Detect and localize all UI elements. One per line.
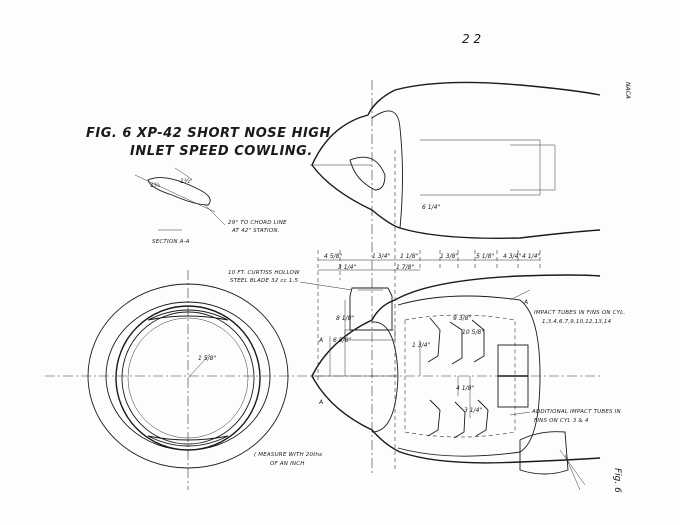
measure-note-line1: ( MEASURE WITH 20ths: [254, 452, 323, 458]
section-dim-2: 1½": [180, 178, 193, 185]
additional-tubes-note-line1: ADDITIONAL IMPACT TUBES IN: [532, 409, 621, 415]
section-a-a: [134, 167, 226, 231]
dim-top-3: 1 1/8": [400, 253, 419, 260]
section-dim-1: 1¾: [150, 182, 160, 189]
drawing-title-line1: FIG. 6 XP-42 SHORT NOSE HIGH: [86, 126, 331, 141]
impact-tubes-note-line1: IMPACT TUBES IN FINS ON CYL.: [534, 310, 626, 316]
dim-second-2: 1 7/8": [396, 264, 415, 271]
dim-top-5: 5 1/8": [476, 253, 495, 260]
dim-vert-7: 4 1/8": [456, 385, 475, 392]
dim-vert-5: 9 3/8": [453, 315, 472, 322]
front-view: [87, 283, 289, 469]
dim-vert-3: 6 1/4": [422, 204, 441, 211]
section-letter-a-lower: A: [319, 399, 324, 406]
page-label: Fig. 6: [612, 468, 622, 493]
dim-top-2: 1 3/4": [372, 253, 391, 260]
additional-tubes-note-line2: FINS ON CYL 3 & 4: [534, 418, 589, 424]
dim-vert-8: 3 1/4": [464, 407, 483, 414]
dim-top-4: 1 3/8": [440, 253, 459, 260]
chord-note-line1: 29° TO CHORD LINE: [228, 220, 287, 226]
drawing-title-line2: INLET SPEED COWLING.: [130, 144, 313, 159]
measure-note-line2: OF AN INCH: [270, 461, 305, 467]
propeller-note-line1: 10 FT. CURTISS HOLLOW: [228, 270, 300, 276]
propeller-note-line2: STEEL BLADE 32 cc 1.5: [230, 278, 299, 284]
section-label: SECTION A-A: [152, 239, 190, 245]
lower-cowling: [311, 274, 601, 491]
dim-top-1: 4 5/8": [324, 253, 343, 260]
dim-top-7: 4 1/4": [522, 253, 541, 260]
dimension-lines: [299, 259, 540, 418]
radius-dimension: 1 5/8": [198, 355, 217, 362]
dim-top-6: 4 3/4": [503, 253, 522, 260]
dim-vert-1: 8 1/8": [336, 315, 355, 322]
top-mark: 2 2: [462, 32, 482, 46]
chord-note-line2: AT 42" STATION.: [232, 228, 280, 234]
naca-mark: NACA: [624, 82, 631, 99]
dim-vert-6: 10 5/8": [462, 329, 484, 336]
section-letter-a-upper: A: [319, 337, 324, 344]
dim-vert-4: 1 3/4": [412, 342, 431, 349]
impact-tubes-note-line2: 1,3,4,6,7,9,10,12,13,14: [542, 319, 612, 325]
dim-vert-2: 6 5/8": [333, 337, 352, 344]
section-letter-a-right: A: [524, 299, 529, 306]
upper-cowling: [310, 81, 601, 239]
dim-second-1: 3 1/4": [338, 264, 357, 271]
